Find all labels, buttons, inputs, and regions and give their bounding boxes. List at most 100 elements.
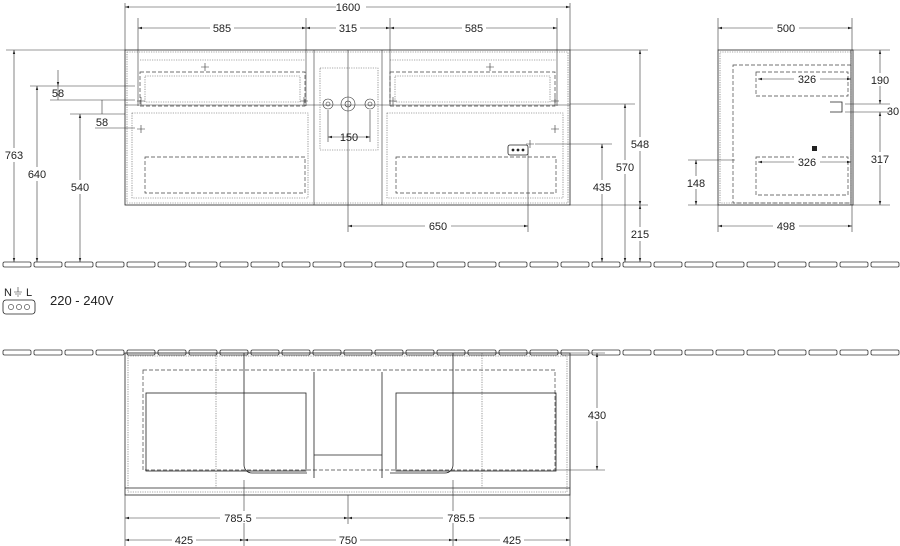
strip-segment: [64, 349, 94, 356]
strip-segment: [157, 261, 187, 268]
strip-segment: [808, 349, 838, 356]
strip-segment: [64, 261, 94, 268]
dim-drawer-left: 585: [213, 23, 231, 35]
strip-segment: [808, 261, 838, 268]
strip-segment: [467, 349, 497, 356]
strip-segment: [870, 349, 900, 356]
strip-segment: [405, 261, 435, 268]
dim-215: 215: [631, 229, 649, 241]
dim-side-148: 148: [687, 178, 705, 190]
voltage-label: 220 - 240V: [50, 293, 114, 308]
dim-side-317: 317: [871, 154, 889, 166]
dim-58-top: 58: [52, 88, 64, 100]
strip-segment: [498, 261, 528, 268]
dim-outlet-offset: 650: [429, 221, 447, 233]
strip-segment: [2, 261, 32, 268]
floor-line: [2, 261, 900, 268]
strip-segment: [2, 349, 32, 356]
strip-segment: [684, 261, 714, 268]
strip-segment: [250, 261, 280, 268]
strip-segment: [746, 261, 776, 268]
svg-text:L: L: [26, 287, 32, 299]
dim-side-depth-top: 500: [777, 23, 795, 35]
strip-segment: [188, 261, 218, 268]
strip-segment: [777, 349, 807, 356]
strip-segment: [653, 261, 683, 268]
strip-segment: [777, 261, 807, 268]
dim-drawer-right: 585: [465, 23, 483, 35]
strip-segment: [529, 261, 559, 268]
dim-side-depth-bottom: 498: [777, 221, 795, 233]
dim-plan-half-right: 785.5: [447, 513, 475, 525]
strip-segment: [498, 349, 528, 356]
strip-segment: [746, 349, 776, 356]
dim-540: 540: [71, 182, 89, 194]
strip-segment: [591, 261, 621, 268]
dim-548: 548: [631, 139, 649, 151]
strip-segment: [715, 261, 745, 268]
front-view: 1600 585 315 585 763 640 540 58: [2, 0, 652, 262]
dim-pipe-spacing: 150: [340, 132, 358, 144]
strip-segment: [715, 349, 745, 356]
dim-side-190: 190: [871, 75, 889, 87]
strip-segment: [219, 261, 249, 268]
dim-plan-425-left: 425: [175, 535, 193, 546]
electrical-legend: N L 220 - 240V: [2, 287, 114, 315]
strip-segment: [312, 261, 342, 268]
strip-segment: [343, 261, 373, 268]
strip-segment: [343, 349, 373, 356]
dim-plan-half-left: 785.5: [224, 513, 252, 525]
strip-segment: [188, 349, 218, 356]
strip-segment: [467, 261, 497, 268]
strip-segment: [622, 261, 652, 268]
dim-side-326-top: 326: [798, 74, 816, 86]
plan-view: 430 785.5 785.5 425 750 425: [124, 352, 609, 546]
dim-plan-750: 750: [339, 535, 357, 546]
strip-segment: [591, 349, 621, 356]
strip-segment: [312, 349, 342, 356]
strip-segment: [436, 261, 466, 268]
socket-icon: [2, 299, 36, 315]
strip-segment: [281, 349, 311, 356]
strip-segment: [529, 349, 559, 356]
dim-center: 315: [339, 23, 357, 35]
cabinet-outline: [124, 49, 571, 206]
strip-segment: [281, 261, 311, 268]
strip-segment: [839, 261, 869, 268]
strip-segment: [157, 349, 187, 356]
strip-segment: [405, 349, 435, 356]
dim-plan-425-right: 425: [503, 535, 521, 546]
strip-segment: [219, 349, 249, 356]
strip-segment: [33, 349, 63, 356]
strip-segment: [250, 349, 280, 356]
strip-segment: [126, 349, 156, 356]
strip-segment: [839, 349, 869, 356]
strip-segment: [653, 349, 683, 356]
strip-segment: [436, 349, 466, 356]
wall-line: [2, 349, 900, 356]
dim-overall-width: 1600: [336, 2, 360, 14]
dim-58-mid: 58: [96, 117, 108, 129]
dim-435: 435: [593, 182, 611, 194]
strip-segment: [374, 349, 404, 356]
strip-segment: [870, 261, 900, 268]
strip-segment: [374, 261, 404, 268]
strip-segment: [684, 349, 714, 356]
dim-side-326-bottom: 326: [798, 157, 816, 169]
strip-segment: [560, 349, 590, 356]
strip-segment: [126, 261, 156, 268]
strip-segment: [33, 261, 63, 268]
dim-plan-430: 430: [588, 410, 606, 422]
strip-segment: [95, 349, 125, 356]
dim-763: 763: [5, 150, 23, 162]
strip-segment: [560, 261, 590, 268]
dim-side-30: 30: [887, 106, 899, 118]
strip-segment: [622, 349, 652, 356]
pipe-connections: [322, 96, 376, 112]
strip-segment: [95, 261, 125, 268]
side-view: 500 326 326 498 190 30 317 148: [684, 18, 899, 233]
dim-640: 640: [28, 169, 46, 181]
electrical-symbol-labels: N: [4, 287, 12, 299]
dim-570: 570: [616, 162, 634, 174]
